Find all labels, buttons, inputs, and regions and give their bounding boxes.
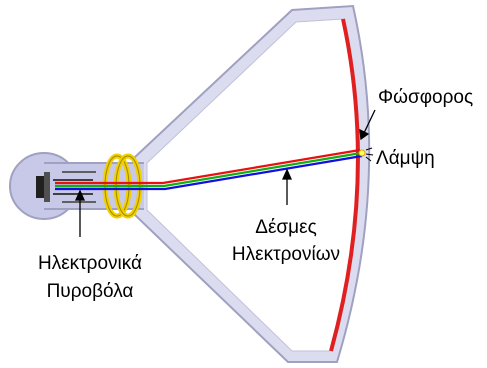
beams-label-line1: Δέσμες [255, 217, 316, 238]
electron-beams [55, 148, 363, 191]
guns-label-line2: Πυροβόλα [47, 281, 134, 302]
flash-label: Λάμψη [376, 148, 435, 169]
beams-label-line2: Ηλεκτρονίων [232, 244, 340, 265]
guns-label-line1: Ηλεκτρονικά [38, 253, 142, 274]
phosphor-screen [329, 18, 360, 352]
phosphor-label: Φώσφορος [378, 87, 473, 108]
arrows [74, 109, 376, 237]
electron-gun-icon [36, 171, 96, 203]
flash-spot [358, 147, 374, 162]
